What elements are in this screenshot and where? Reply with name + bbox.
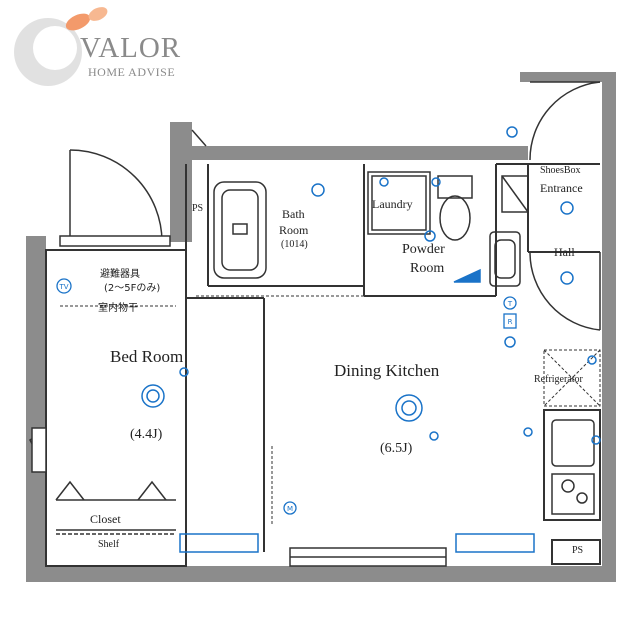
ps-top-label: PS: [192, 203, 204, 214]
dining-kitchen-label: Dining Kitchen: [334, 361, 440, 380]
outlet-panels: [179, 268, 535, 553]
bath-room-size: (1014): [281, 239, 308, 250]
tv-symbol: TV: [58, 283, 68, 291]
logo-tagline: HOME ADVISE: [88, 65, 176, 79]
bed-room-size: (4.4J): [130, 427, 163, 442]
logo-name: VALOR: [80, 32, 182, 64]
m-symbol: M: [287, 505, 293, 513]
doors: [29, 81, 601, 471]
refrigerator-label: Refrigerator: [534, 374, 583, 385]
bathtub: [213, 181, 267, 279]
refrigerator-space: [543, 349, 601, 407]
kitchen-counter: [551, 419, 595, 515]
entrance-label: Entrance: [540, 181, 583, 195]
bed-room-label: Bed Room: [110, 347, 184, 366]
closet-label: Closet: [90, 512, 121, 526]
washbasin: [489, 231, 521, 287]
toilet: [437, 175, 473, 241]
evacuation-label-2: (2～5Fのみ): [104, 283, 161, 294]
indoor-drying-label: 室内物干: [98, 303, 138, 314]
laundry-label: Laundry: [372, 197, 413, 211]
t-symbol: T: [507, 300, 513, 308]
exterior-walls: [26, 72, 616, 582]
powder-room-label-1: Powder: [402, 242, 445, 257]
dashed-lines: [60, 295, 496, 524]
hall-label: Hall: [554, 245, 575, 259]
evacuation-label-1: 避難器具: [100, 269, 140, 280]
ps-bottom-label: PS: [572, 545, 584, 556]
powder-room-label-2: Room: [410, 261, 445, 276]
shoes-box-label: ShoesBox: [540, 165, 581, 176]
closet: [55, 480, 176, 535]
shelf-label: Shelf: [98, 539, 120, 550]
r-symbol: R: [508, 318, 513, 326]
equipment-symbols: [56, 278, 517, 515]
windows: [31, 235, 447, 567]
logo-mark-icon: [14, 7, 108, 86]
laundry-pan: [367, 171, 431, 235]
dining-kitchen-size: (6.5J): [380, 441, 413, 456]
bath-room-label-1: Bath: [282, 207, 305, 221]
shoes-box: [501, 175, 529, 213]
bath-room-label-2: Room: [279, 223, 309, 237]
lighting-symbols: [141, 126, 601, 445]
symbol-letters: TV T R M: [58, 283, 512, 513]
